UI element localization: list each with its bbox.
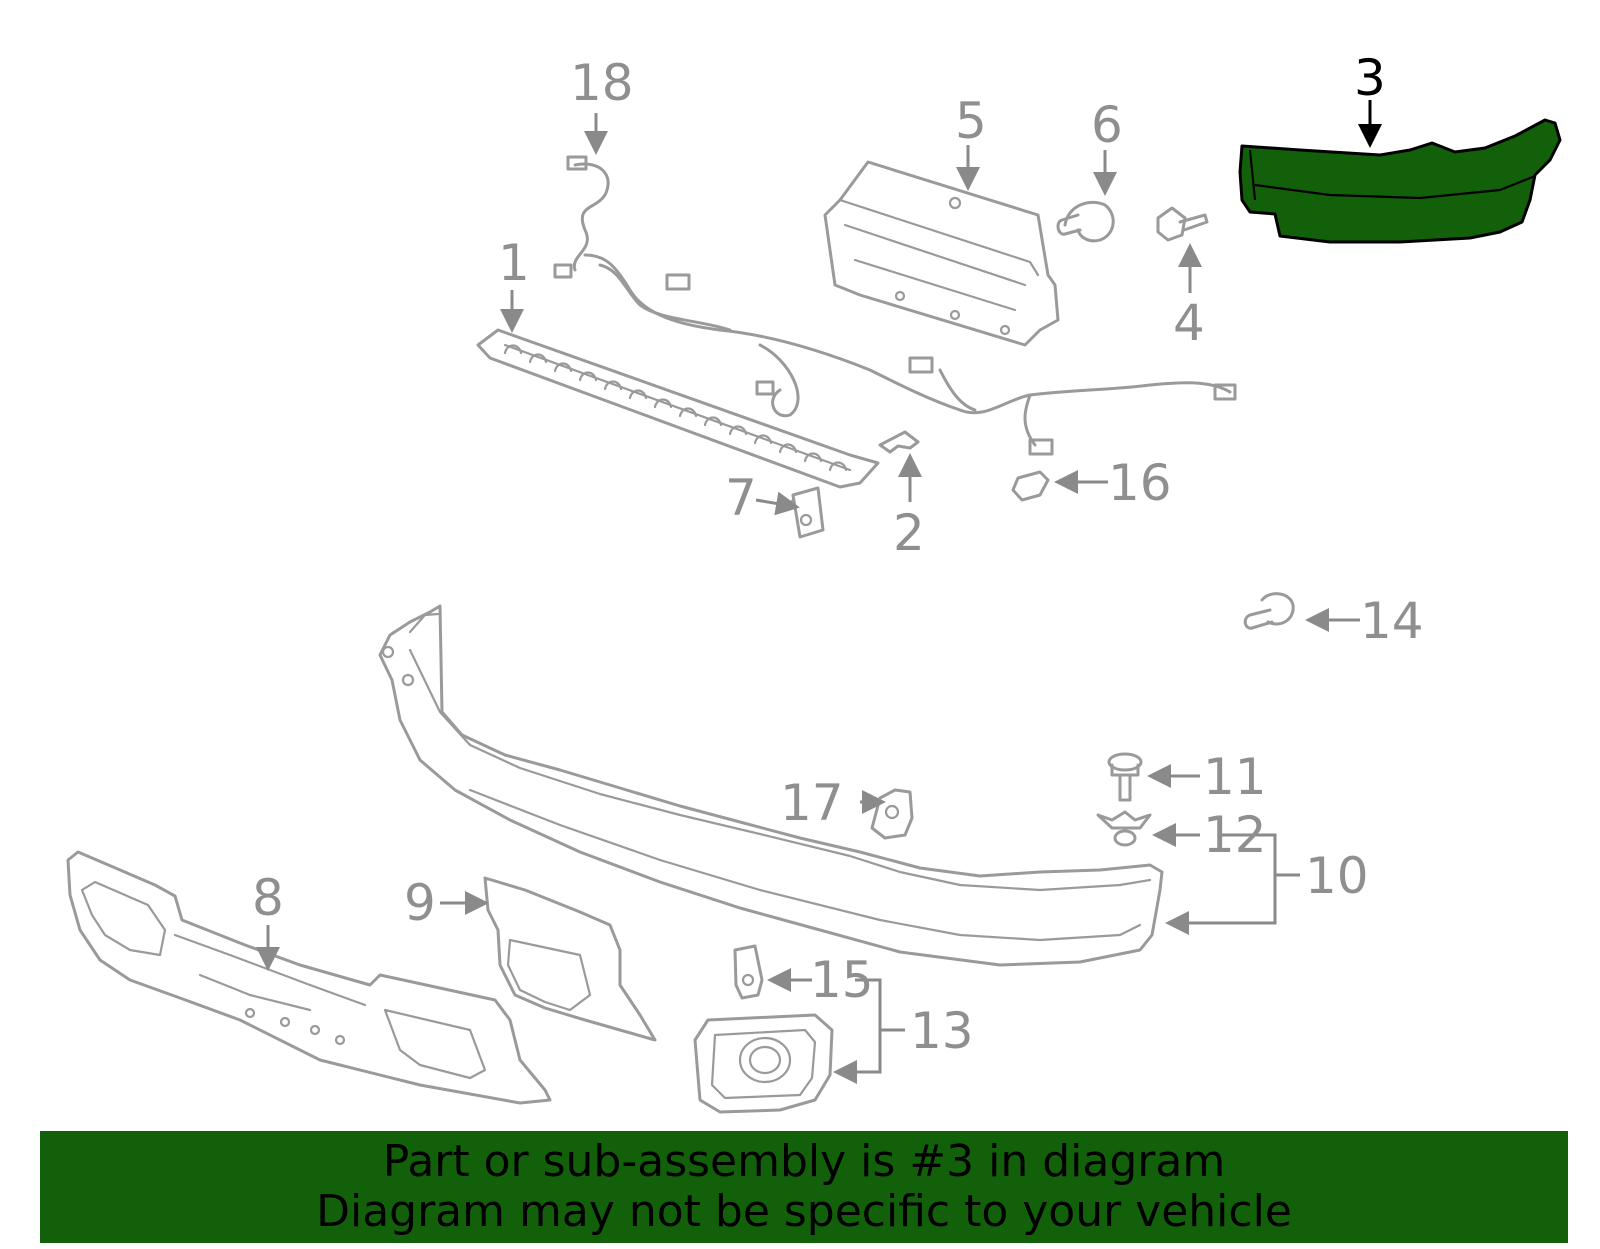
- callout-7: 7: [725, 469, 757, 527]
- part-7-bracket: [786, 486, 825, 539]
- part-12-nut: [1096, 810, 1152, 847]
- part-2-clip: [878, 430, 920, 454]
- callout-3: 3: [1354, 49, 1386, 107]
- callout-11: 11: [1203, 748, 1267, 806]
- part-3-highlighted: [1238, 118, 1562, 244]
- banner-line-1: Part or sub-assembly is #3 in diagram: [382, 1136, 1226, 1187]
- part-11-bolt: [1107, 752, 1143, 802]
- callout-18: 18: [570, 54, 634, 112]
- callout-17: 17: [780, 774, 844, 832]
- part-14-push-pin: [1243, 592, 1295, 630]
- part-10-bumper: [378, 604, 1164, 967]
- part-9-bezel: [483, 876, 657, 1042]
- callout-labels: 18 1 5 6 3 4 2 7 16 14 11 12 10 17 8 9 1…: [252, 49, 1424, 1060]
- callout-6: 6: [1091, 96, 1123, 154]
- callout-9: 9: [404, 874, 436, 932]
- callout-12: 12: [1203, 806, 1267, 864]
- part-8-lower-valance: [66, 850, 552, 1105]
- info-banner: Part or sub-assembly is #3 in diagram Di…: [40, 1131, 1568, 1243]
- callout-2: 2: [893, 504, 925, 562]
- callout-4: 4: [1173, 294, 1205, 352]
- part-15-clip: [733, 944, 764, 1000]
- part-16-connector: [1011, 470, 1050, 502]
- part-13-fog-bezel: [693, 1013, 834, 1114]
- leader-lines: [256, 100, 1382, 1084]
- part-4-bolt: [1156, 206, 1209, 242]
- part-18-wiring-harness: [553, 155, 1237, 456]
- part-5-housing: [823, 160, 1060, 347]
- banner-line-2: Diagram may not be specific to your vehi…: [316, 1186, 1292, 1237]
- part-6-push-pin: [1056, 200, 1115, 243]
- callout-8: 8: [252, 869, 284, 927]
- callout-5: 5: [955, 92, 987, 150]
- callout-15: 15: [810, 951, 874, 1009]
- callout-1: 1: [498, 234, 530, 292]
- part-1-step-pad: [476, 328, 880, 489]
- part-17-sensor-bracket: [870, 788, 914, 840]
- callout-16: 16: [1108, 454, 1172, 512]
- callout-10: 10: [1305, 847, 1369, 905]
- callout-13: 13: [910, 1002, 974, 1060]
- callout-14: 14: [1360, 592, 1424, 650]
